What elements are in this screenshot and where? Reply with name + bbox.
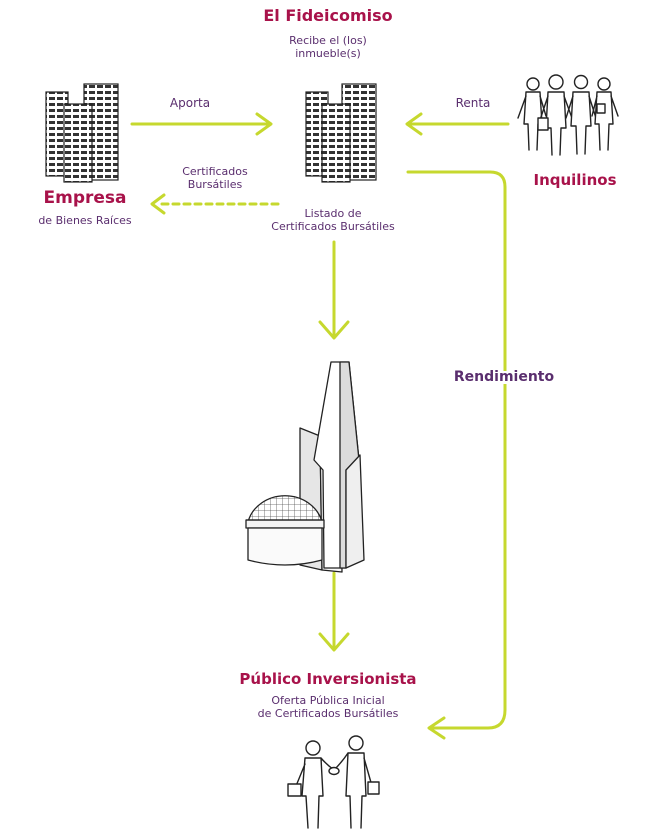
edge-label-listado: Listado de Certificados Bursátiles bbox=[250, 207, 416, 233]
fideicomiso-subtitle-line: Recibe el (los) bbox=[289, 34, 367, 47]
publico-subtitle-line: Oferta Pública Inicial bbox=[271, 694, 385, 707]
stock-exchange-tower-icon bbox=[245, 361, 365, 573]
arrow-renta bbox=[405, 112, 510, 136]
edge-label-renta: Renta bbox=[455, 96, 491, 110]
listado-line: Listado de bbox=[304, 207, 362, 220]
empresa-subtitle: de Bienes Raíces bbox=[38, 214, 132, 227]
fideicomiso-title: El Fideicomiso bbox=[263, 6, 393, 25]
inquilinos-title: Inquilinos bbox=[533, 171, 617, 189]
edge-label-rendimiento: Rendimiento bbox=[440, 370, 568, 384]
office-buildings-icon bbox=[305, 83, 377, 183]
certificados-line: Bursátiles bbox=[187, 178, 243, 191]
arrow-aporta bbox=[130, 112, 273, 136]
arrow-rendimiento bbox=[406, 170, 507, 740]
office-buildings-icon bbox=[45, 83, 119, 183]
empresa-title: Empresa bbox=[43, 188, 127, 208]
publico-subtitle: Oferta Pública Inicial de Certificados B… bbox=[228, 694, 428, 720]
publico-subtitle-line: de Certificados Bursátiles bbox=[257, 707, 399, 720]
listado-line: Certificados Bursátiles bbox=[271, 220, 395, 233]
handshake-icon bbox=[287, 735, 380, 829]
arrow-listado bbox=[318, 240, 350, 340]
tenants-group-icon bbox=[517, 74, 619, 156]
fideicomiso-subtitle-line: inmueble(s) bbox=[295, 47, 361, 60]
fideicomiso-subtitle: Recibe el (los) inmueble(s) bbox=[258, 34, 398, 60]
publico-title: Público Inversionista bbox=[239, 670, 417, 688]
edge-label-certificados: Certificados Bursátiles bbox=[160, 165, 270, 191]
edge-label-aporta: Aporta bbox=[169, 96, 211, 110]
arrow-certificados bbox=[150, 193, 280, 215]
arrow-oferta bbox=[318, 571, 350, 652]
certificados-line: Certificados bbox=[182, 165, 248, 178]
